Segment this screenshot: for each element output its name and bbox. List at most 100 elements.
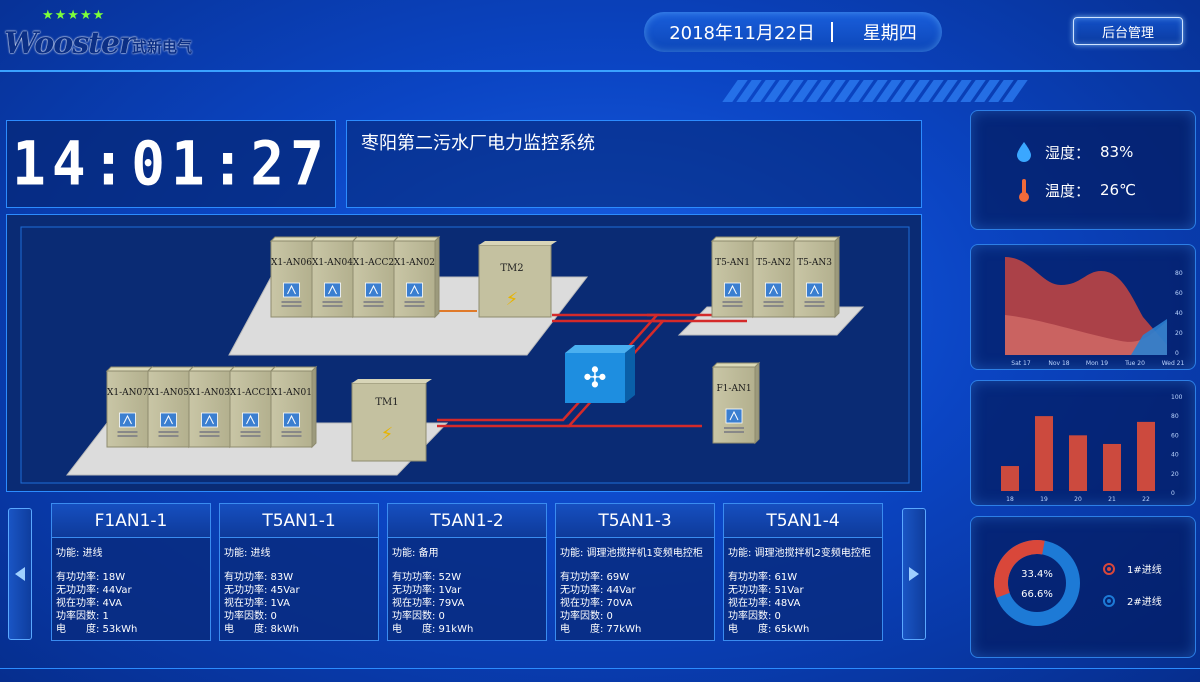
humidity-value: 83% bbox=[1100, 143, 1134, 161]
card-function: 功能: 调理池搅拌机2变频电控柜 bbox=[728, 548, 871, 559]
card-apparent-power: 视在功率: 70VA bbox=[560, 598, 633, 609]
card-function: 功能: 备用 bbox=[392, 548, 439, 559]
legend-label-a: 1#进线 bbox=[1127, 563, 1162, 576]
donut-label-a: 33.4% bbox=[1021, 569, 1053, 580]
water-drop-icon bbox=[1013, 141, 1035, 163]
cabinet-label: X1-AN07 bbox=[107, 388, 148, 398]
admin-button[interactable]: 后台管理 bbox=[1073, 17, 1183, 45]
cabinet[interactable]: X1-AN06 bbox=[269, 235, 318, 319]
footer-divider bbox=[0, 668, 1200, 682]
thermometer-icon bbox=[1013, 179, 1035, 202]
temperature-value: 26℃ bbox=[1100, 181, 1136, 199]
bar bbox=[1001, 466, 1019, 491]
bar-x-tick: 19 bbox=[1040, 496, 1048, 503]
prev-page-button[interactable] bbox=[8, 508, 32, 640]
weekday-text: 星期四 bbox=[862, 23, 917, 44]
bar bbox=[1103, 443, 1121, 491]
cabinet[interactable]: T5-AN1 bbox=[710, 235, 759, 319]
card-power-factor: 功率因数: 1 bbox=[56, 611, 109, 622]
cabinet-label: X1-ACC1 bbox=[230, 388, 271, 398]
cabinet-label: T5-AN2 bbox=[756, 258, 791, 268]
logo: ★★★★★ Wooster 武新电气 bbox=[4, 6, 204, 64]
cabinet[interactable]: T5-AN2 bbox=[751, 235, 800, 319]
date-separator bbox=[830, 22, 833, 42]
cabinet[interactable]: X1-AN01 bbox=[269, 365, 318, 449]
cabinet[interactable]: F1-AN1 bbox=[711, 361, 761, 445]
area-x-tick: Wed 21 bbox=[1162, 360, 1185, 367]
header-divider bbox=[0, 70, 1200, 90]
card-energy: 电 度: 8kWh bbox=[224, 624, 299, 635]
bar-y-tick: 80 bbox=[1171, 413, 1179, 420]
logo-word: Wooster bbox=[4, 26, 135, 61]
card-power-factor: 功率因数: 0 bbox=[560, 611, 613, 622]
tm2-label: TM2 bbox=[500, 263, 523, 274]
area-y-tick: 80 bbox=[1175, 270, 1183, 277]
cabinet[interactable]: X1-ACC2 bbox=[351, 235, 400, 319]
cabinet-label: X1-AN03 bbox=[189, 388, 230, 398]
digital-clock: 14:01:27 bbox=[12, 128, 330, 200]
header: ★★★★★ Wooster 武新电气 2018年11月22日 星期四 后台管理 bbox=[0, 0, 1200, 70]
clock-panel: 14:01:27 bbox=[6, 120, 336, 208]
transformer-tm2: TM2 ⚡ bbox=[478, 241, 557, 318]
bar bbox=[1069, 435, 1087, 491]
card-reactive-power: 无功功率: 44Var bbox=[560, 585, 636, 596]
meter-card[interactable]: T5AN1-4 功能: 调理池搅拌机2变频电控柜 有功功率: 61W 无功功率:… bbox=[723, 503, 883, 641]
card-apparent-power: 视在功率: 48VA bbox=[728, 598, 801, 609]
donut-chart: 33.4% 66.6% 1#进线 2#进线 bbox=[994, 540, 1162, 626]
area-y-tick: 60 bbox=[1175, 290, 1183, 297]
cabinet[interactable]: T5-AN3 bbox=[792, 235, 841, 319]
network-switch-icon: ✣ bbox=[565, 345, 635, 403]
cabinet-label: X1-AN02 bbox=[394, 258, 435, 268]
area-x-tick: Sat 17 bbox=[1011, 360, 1031, 367]
card-active-power: 有功功率: 18W bbox=[56, 572, 126, 583]
card-title: T5AN1-2 bbox=[388, 504, 546, 538]
bar-y-tick: 0 bbox=[1171, 490, 1175, 497]
bar-y-tick: 60 bbox=[1171, 432, 1179, 439]
card-power-factor: 功率因数: 0 bbox=[392, 611, 445, 622]
card-title: T5AN1-3 bbox=[556, 504, 714, 538]
cabinet-label: X1-AN05 bbox=[148, 388, 189, 398]
cabinet[interactable]: X1-AN07 bbox=[105, 365, 154, 449]
cabinet-label: F1-AN1 bbox=[716, 384, 751, 394]
cabinet[interactable]: X1-ACC1 bbox=[228, 365, 277, 449]
area-x-tick: Tue 20 bbox=[1124, 360, 1145, 367]
cabinet[interactable]: X1-AN04 bbox=[310, 235, 359, 319]
title-panel: 枣阳第二污水厂电力监控系统 bbox=[346, 120, 922, 208]
card-active-power: 有功功率: 83W bbox=[224, 572, 294, 583]
card-function: 功能: 进线 bbox=[56, 548, 103, 559]
diagram-inner-frame bbox=[20, 226, 910, 484]
card-reactive-power: 无功功率: 51Var bbox=[728, 585, 804, 596]
humidity-label: 湿度： bbox=[1045, 143, 1091, 162]
meter-card[interactable]: T5AN1-1 功能: 进线 有功功率: 83W 无功功率: 45Var 视在功… bbox=[219, 503, 379, 641]
card-reactive-power: 无功功率: 44Var bbox=[56, 585, 132, 596]
bar bbox=[1137, 421, 1155, 491]
chevron-right-icon bbox=[909, 567, 919, 581]
cabinet-label: X1-AN06 bbox=[271, 258, 312, 268]
date-text: 2018年11月22日 bbox=[669, 23, 815, 44]
card-energy: 电 度: 53kWh bbox=[56, 624, 138, 635]
meter-card[interactable]: T5AN1-2 功能: 备用 有功功率: 52W 无功功率: 1Var 视在功率… bbox=[387, 503, 547, 641]
card-energy: 电 度: 77kWh bbox=[560, 624, 642, 635]
logo-stars: ★★★★★ bbox=[42, 8, 106, 23]
area-series-blue bbox=[1131, 319, 1167, 355]
cabinet[interactable]: X1-AN05 bbox=[146, 365, 195, 449]
cabinet[interactable]: X1-AN03 bbox=[187, 365, 236, 449]
next-page-button[interactable] bbox=[902, 508, 926, 640]
cabinet[interactable]: X1-AN02 bbox=[392, 235, 441, 319]
cabinet-label: X1-ACC2 bbox=[353, 258, 394, 268]
meter-card[interactable]: T5AN1-3 功能: 调理池搅拌机1变频电控柜 有功功率: 69W 无功功率:… bbox=[555, 503, 715, 641]
meter-card[interactable]: F1AN1-1 功能: 进线 有功功率: 18W 无功功率: 44Var 视在功… bbox=[51, 503, 211, 641]
area-y-tick: 0 bbox=[1175, 350, 1179, 357]
card-energy: 电 度: 65kWh bbox=[728, 624, 810, 635]
temperature-row: 温度： 26℃ bbox=[1013, 179, 1136, 202]
lightning-icon: ⚡ bbox=[506, 289, 519, 310]
legend-marker-b bbox=[1103, 595, 1115, 607]
bar-y-tick: 20 bbox=[1171, 471, 1179, 478]
bar-x-tick: 21 bbox=[1108, 496, 1116, 503]
